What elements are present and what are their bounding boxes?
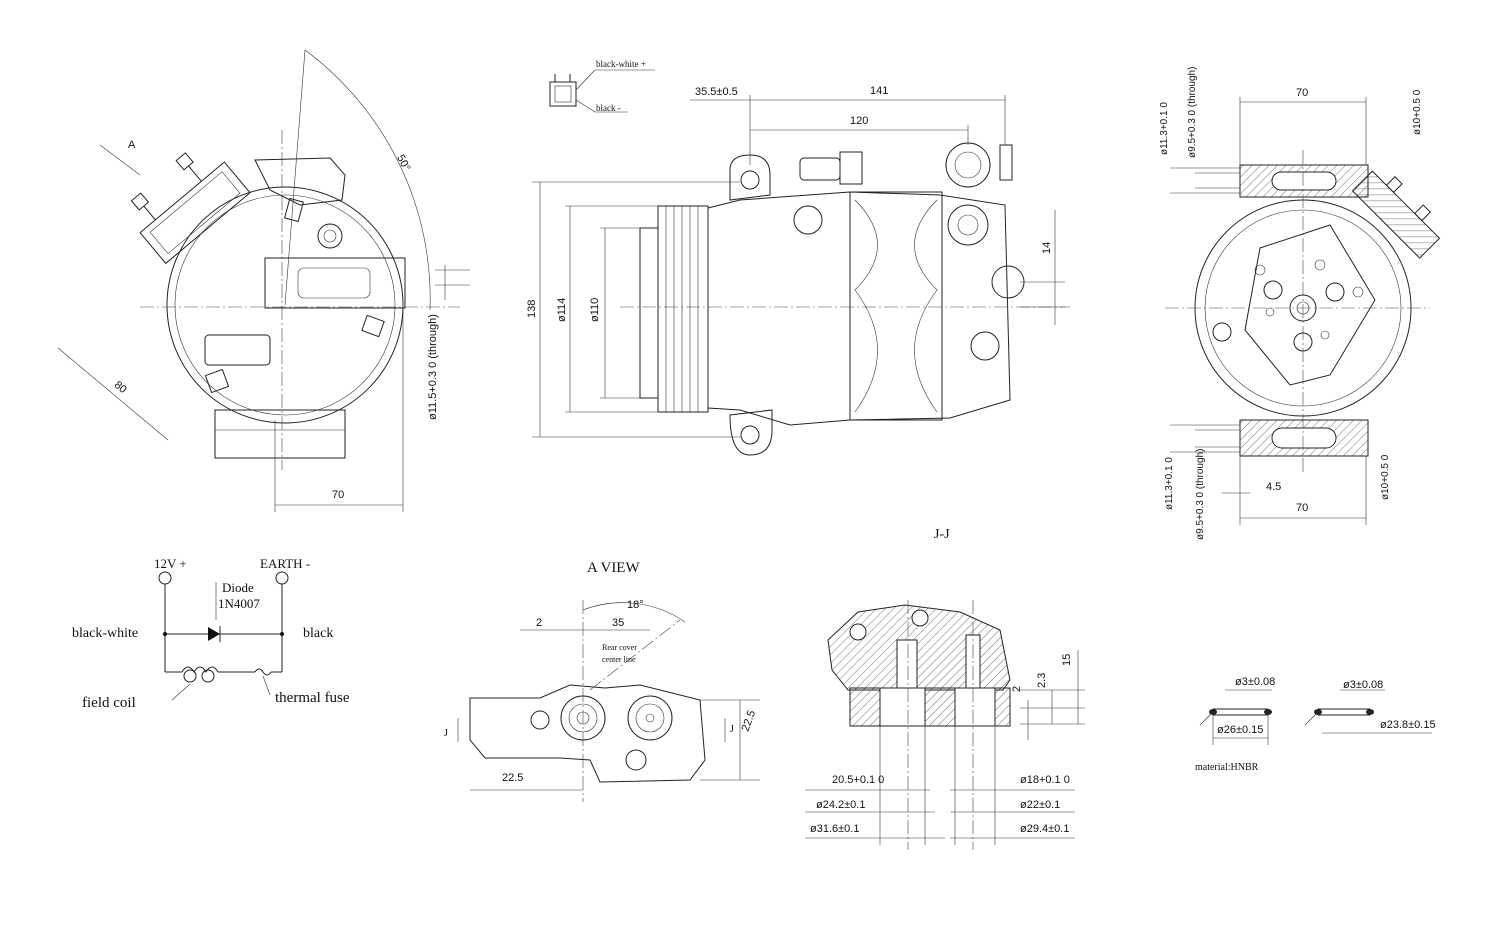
dim-70-right-bot: 70 [1296,502,1308,514]
dim-138: 138 [526,300,538,318]
dim-141: 141 [870,85,888,97]
label-thermal-fuse: thermal fuse [275,690,350,706]
dim-120: 120 [850,115,868,127]
dim-31-6: ø31.6±0.1 [810,823,859,835]
label-diode: Diode [222,580,254,595]
oring-d26: ø26±0.15 [1217,724,1263,736]
a-view: A VIEW 18° 2 35 Rear cover center line 2… [444,560,760,802]
connector-detail: black-white + black - [549,59,655,113]
dim-2-3-section: 2.3 [1036,673,1048,688]
label-diode-part: 1N4007 [218,596,260,611]
dim-14: 14 [1041,242,1053,254]
label-field-coil: field coil [82,695,136,711]
dim-2-section: 2 [1011,686,1023,692]
dim-4-5: 4.5 [1266,481,1281,493]
oring-d23-8: ø23.8±0.15 [1380,719,1436,731]
label-black: black [303,626,333,641]
wiring-circuit: 12V + EARTH - Diode 1N4007 black-white b… [72,556,350,711]
oring-d3-a: ø3±0.08 [1235,676,1275,688]
dim-70-left: 70 [332,489,344,501]
side-view: 35.5±0.5 141 120 138 ø114 ø110 14 [526,85,1070,456]
right-view: 70 ø11.3+0.1 0 ø9.5+0.3 0 (through) ø10+… [1159,67,1441,540]
oring-d3-b: ø3±0.08 [1343,679,1383,691]
dim-50: 50° [394,153,412,173]
dim-10-bot: ø10+0.5 0 [1380,454,1391,500]
dim-10-top: ø10+0.5 0 [1412,89,1423,135]
dim-hole-left: ø11.5+0.3 0 (through) [427,314,439,420]
dim-113-bot: ø11.3+0.1 0 [1164,457,1175,510]
dim-29-4: ø29.4±0.1 [1020,823,1069,835]
o-rings: ø3±0.08 ø26±0.15 ø3±0.08 ø23.8±0.15 mate… [1195,676,1436,773]
dim-70-right-top: 70 [1296,87,1308,99]
dim-18: 18° [627,599,644,611]
j-left: J [444,728,448,739]
dim-80: 80 [112,379,129,396]
dim-15-section: 15 [1061,654,1073,666]
dim-a: A [128,139,136,151]
dim-35-5: 35.5±0.5 [695,86,738,98]
dim-22-5-bottom: 22.5 [502,772,523,784]
section-label: J-J [934,527,950,542]
label-black-white: black-white [72,626,138,641]
left-view: A 50° 80 70 ø11.5+0.3 0 (through) [57,49,470,512]
dim-20-5: 20.5+0.1 0 [832,774,884,786]
dim-95-top: ø9.5+0.3 0 (through) [1187,67,1198,158]
label-earth: EARTH - [260,556,310,571]
dim-18-section: ø18+0.1 0 [1020,774,1070,786]
connector-black: black - [596,103,621,113]
dim-22-section: ø22±0.1 [1020,799,1060,811]
label-12v: 12V + [154,556,187,571]
a-view-title: A VIEW [587,560,640,576]
dim-110: ø110 [589,298,601,322]
dim-114: ø114 [556,298,568,322]
connector-black-white: black-white + [596,59,646,69]
dim-22-5-right: 22.5 [740,709,759,733]
rear-cover-1: Rear cover [602,643,637,652]
section-view: 15 2 2.3 20.5+0.1 0 ø24.2±0.1 ø31.6±0.1 … [805,600,1085,850]
dim-24-2: ø24.2±0.1 [816,799,865,811]
oring-material: material:HNBR [1195,762,1259,773]
dim-35-aview: 35 [612,617,624,629]
dim-95-bot: ø9.5+0.3 0 (through) [1195,449,1206,540]
dim-2-aview: 2 [536,617,542,629]
j-right: J [730,724,734,735]
rear-cover-2: center line [602,655,636,664]
dim-113-top: ø11.3+0.1 0 [1159,102,1170,155]
